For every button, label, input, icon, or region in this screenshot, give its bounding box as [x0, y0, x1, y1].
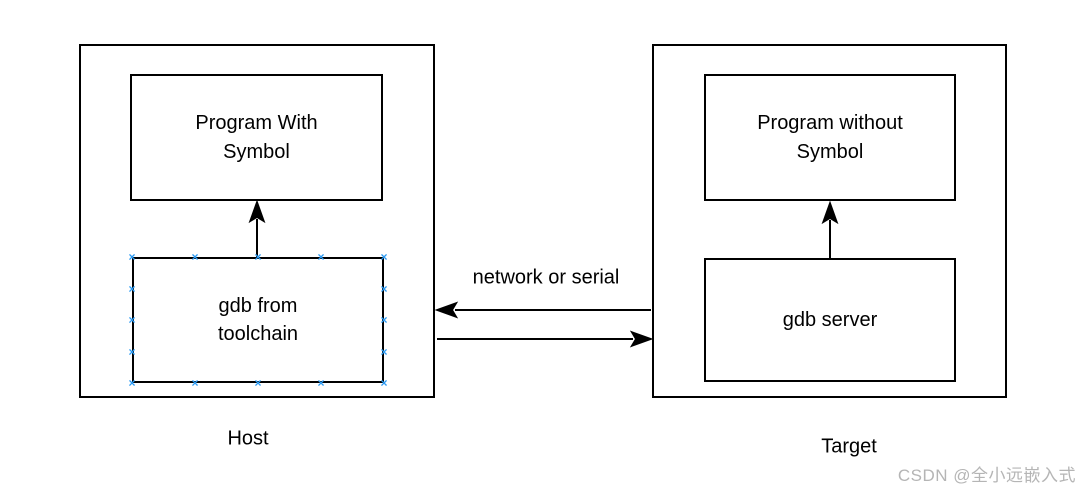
host-gdb-from-toolchain-box: gdb from toolchain: [132, 257, 384, 383]
network-or-serial-label: network or serial: [472, 266, 620, 289]
host-program-with-symbol-label: Program With Symbol: [195, 112, 318, 163]
csdn-watermark: CSDN @全小远嵌入式: [897, 466, 1076, 485]
target-caption: Target: [821, 435, 877, 458]
target-gdb-server-box: gdb server: [704, 258, 956, 382]
arrow-target-to-host: [434, 301, 651, 319]
target-container-box: [652, 44, 1007, 398]
arrow-host-to-target: [437, 330, 654, 348]
host-gdb-from-toolchain-label: gdb from toolchain: [217, 294, 299, 345]
target-program-without-symbol-label: Program without Symbol: [757, 112, 903, 163]
target-gdb-server-label: gdb server: [782, 308, 878, 331]
host-program-with-symbol-box: Program With Symbol: [130, 74, 383, 201]
target-program-without-symbol-box: Program without Symbol: [704, 74, 956, 201]
host-caption: Host: [227, 427, 269, 450]
host-container-box: [79, 44, 435, 398]
